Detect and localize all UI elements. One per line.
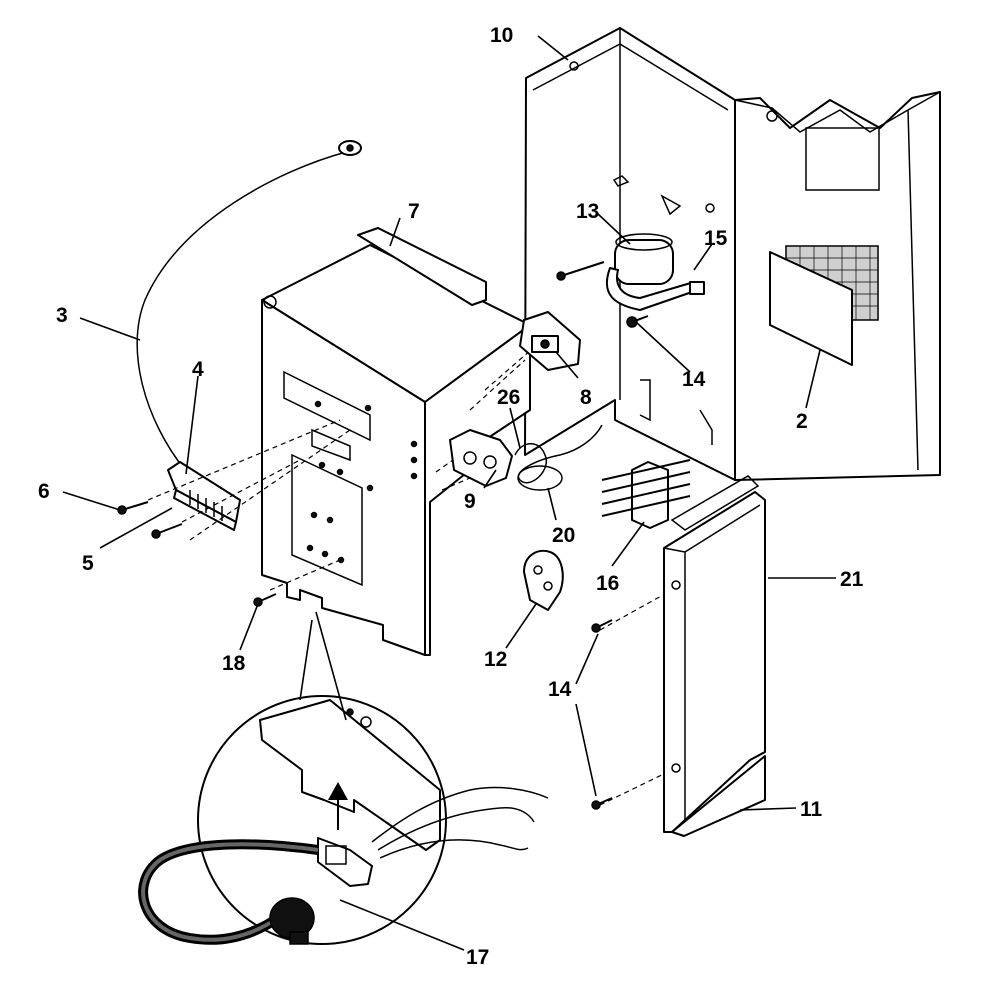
part-5-screw xyxy=(151,523,183,539)
callout-16: 16 xyxy=(596,572,619,595)
callout-18: 18 xyxy=(222,652,246,675)
callout-10: 10 xyxy=(490,24,513,47)
part-9-switch xyxy=(449,429,513,487)
part-3-ground-wire xyxy=(136,140,362,471)
callout-9: 9 xyxy=(464,490,476,513)
callout-11: 11 xyxy=(800,798,823,821)
part-16-terminal-strip xyxy=(601,459,691,529)
callout-8: 8 xyxy=(580,386,592,409)
callout-20: 20 xyxy=(552,524,575,547)
part-4-terminal-bracket xyxy=(167,461,241,531)
detail-circle-power-cord xyxy=(138,695,549,945)
callout-12: 12 xyxy=(484,648,507,671)
part-11-bottom-flange xyxy=(671,755,766,837)
part-2-plate xyxy=(769,251,853,366)
leader-lines xyxy=(62,35,836,951)
callout-7: 7 xyxy=(408,200,420,223)
callout-14-top: 14 xyxy=(682,368,706,391)
part-13-capacitor xyxy=(556,233,705,328)
part-10-rear-housing xyxy=(524,27,941,481)
callout-21: 21 xyxy=(840,568,864,591)
callout-4: 4 xyxy=(192,358,204,381)
part-8-connector xyxy=(519,311,581,371)
part-21-cover-panel xyxy=(663,475,766,837)
part-20-wire-loop xyxy=(514,424,603,491)
assembly-lines xyxy=(147,341,673,806)
part-12-bracket xyxy=(523,550,564,611)
callout-6: 6 xyxy=(38,480,50,503)
part-6-screw xyxy=(117,501,149,515)
callout-26: 26 xyxy=(497,386,520,409)
callout-15: 15 xyxy=(704,227,728,250)
callout-17: 17 xyxy=(466,946,489,969)
callout-2: 2 xyxy=(796,410,808,433)
part-7-control-box xyxy=(261,227,531,656)
callout-labels: 10 13 15 7 3 4 6 5 8 26 14 2 9 20 16 21 … xyxy=(38,24,864,969)
callout-13: 13 xyxy=(576,200,599,223)
callout-5: 5 xyxy=(82,552,94,575)
callout-14-bottom: 14 xyxy=(548,678,572,701)
callout-3: 3 xyxy=(56,304,68,327)
part-14-screws xyxy=(591,619,613,810)
